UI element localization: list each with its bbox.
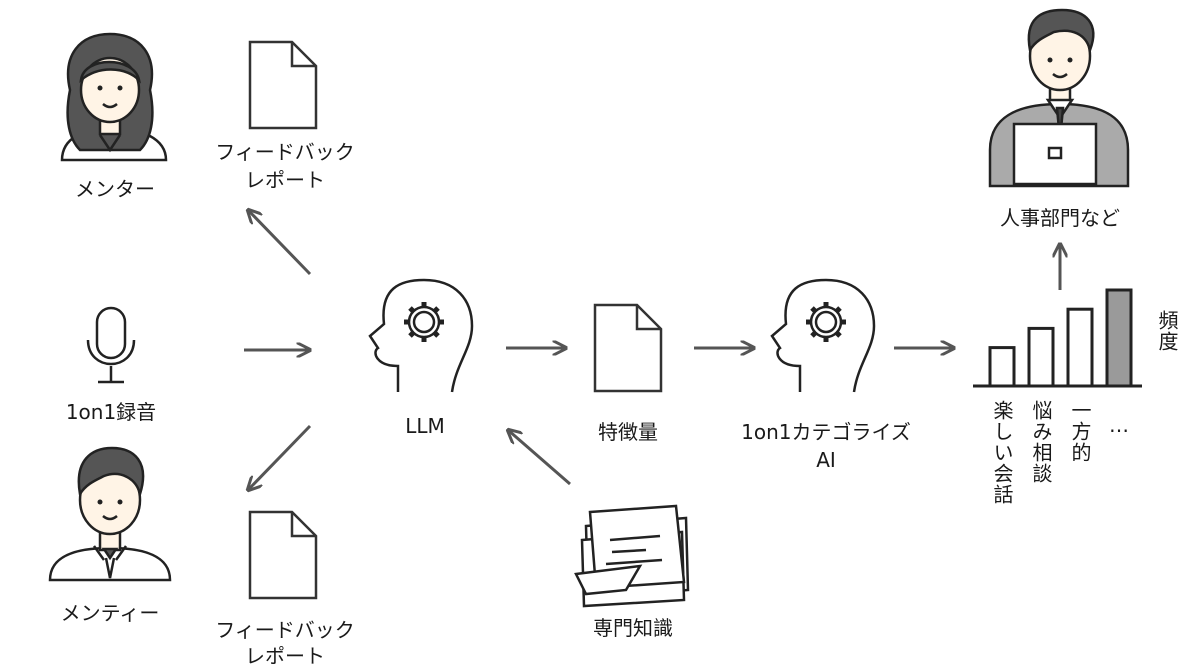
mentee-icon — [48, 446, 172, 582]
arrows — [244, 210, 1060, 490]
category-label-2: 一方的 — [1068, 400, 1092, 463]
feedback-report-top-line2: レポート — [245, 168, 325, 192]
feedback-report-bottom-line2: レポート — [245, 644, 325, 668]
feedback-report-top-label: フィードバック レポート — [200, 138, 370, 194]
arrow-llm-to-feedback-top — [248, 210, 312, 276]
hr-person-laptop-icon — [988, 8, 1130, 188]
feedback-report-bottom-doc-icon — [248, 510, 318, 600]
feedback-report-bottom-line1: フィードバック — [215, 618, 355, 642]
bar-0 — [988, 346, 1016, 388]
bar-2 — [1066, 307, 1094, 388]
mentee-label: メンティー — [60, 601, 160, 625]
feedback-report-bottom-label: フィードバック レポート — [200, 617, 370, 669]
expertise-papers-icon — [574, 504, 690, 608]
category-label-0: 楽しい会話 — [990, 400, 1014, 505]
frequency-bar-chart — [988, 288, 1133, 388]
feedback-report-top-line1: フィードバック — [215, 140, 355, 164]
chart-ylabel: 頻度 — [1155, 310, 1179, 352]
mentor-label: メンター — [75, 177, 155, 201]
categorize-ai-brain-gear-icon — [770, 278, 876, 393]
microphone-icon — [86, 306, 136, 384]
category-label-3: … — [1109, 413, 1130, 437]
features-label: 特徴量 — [598, 420, 658, 444]
feedback-report-top-doc-icon — [248, 40, 318, 130]
features-doc-icon — [593, 303, 663, 393]
hr-label: 人事部門など — [1000, 206, 1120, 230]
llm-brain-gear-icon — [368, 278, 474, 393]
llm-label: LLM — [405, 414, 445, 438]
categorize-ai-label: 1on1カテゴライズ AI — [716, 418, 936, 474]
recording-label: 1on1録音 — [65, 400, 157, 424]
categorize-ai-line2: AI — [816, 448, 836, 472]
bar-1 — [1027, 326, 1055, 388]
categorize-ai-line1: 1on1カテゴライズ — [741, 420, 911, 444]
arrow-expertise-to-llm — [508, 430, 571, 486]
bar-3 — [1105, 288, 1133, 388]
mentor-icon — [60, 32, 168, 162]
category-label-1: 悩み相談 — [1029, 400, 1053, 484]
arrow-llm-to-feedback-bottom — [248, 424, 312, 490]
expertise-label: 専門知識 — [593, 616, 673, 640]
